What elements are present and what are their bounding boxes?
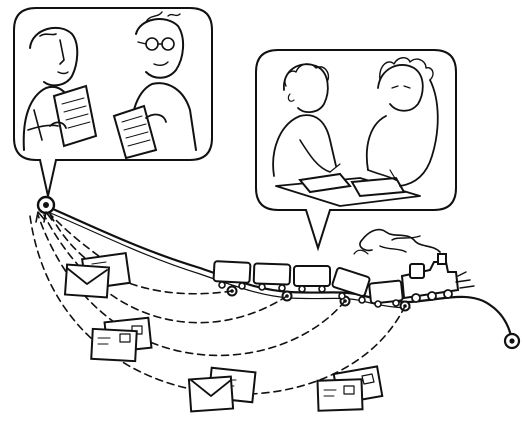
- envelope-stack-2: [91, 318, 151, 361]
- wagon-5: [369, 280, 403, 307]
- bubble-women-writing: [256, 50, 456, 248]
- wagon-4: [332, 267, 371, 303]
- station-destination: [505, 334, 519, 348]
- bubble-men-reading: [14, 8, 212, 196]
- train: [214, 230, 474, 307]
- envelope-stack-3: [189, 368, 256, 412]
- station-origin: [38, 197, 54, 213]
- smoke: [354, 230, 440, 254]
- locomotive-icon: [402, 254, 474, 302]
- wagon-2: [254, 263, 291, 291]
- wagon-3: [294, 266, 330, 292]
- envelope-stack-4: [317, 366, 382, 410]
- envelope-stack-1: [65, 253, 130, 297]
